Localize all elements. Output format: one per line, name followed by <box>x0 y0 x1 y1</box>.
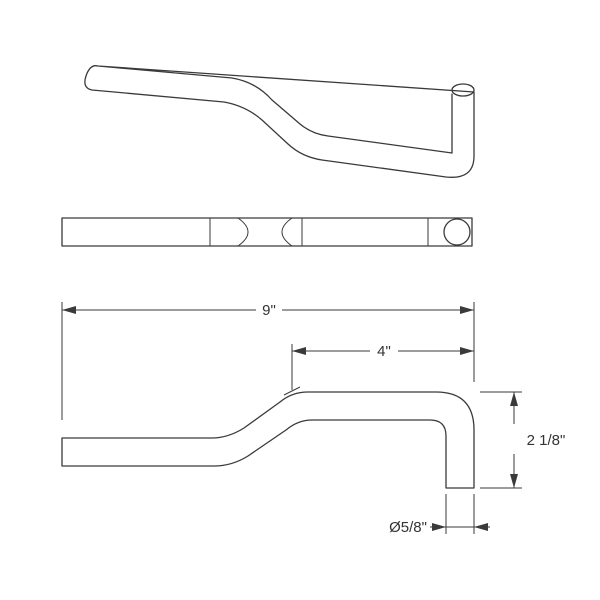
side-view <box>61 386 475 489</box>
rod-end-cap <box>451 83 475 97</box>
perspective-view <box>84 65 475 178</box>
height-label: 2 1/8" <box>527 432 566 449</box>
arrow-right <box>460 306 474 314</box>
arrow-offset-right <box>460 347 474 355</box>
arrow-height-top <box>510 392 518 406</box>
arrow-left <box>62 306 76 314</box>
dim-offset-length: 4" <box>291 343 474 390</box>
bar-end-circle <box>443 218 471 246</box>
rod-perspective-outline <box>84 65 475 178</box>
dim-overall-length: 9" <box>61 302 475 420</box>
bend-arc-2 <box>281 217 293 247</box>
diameter-label: Ø5/8" <box>389 519 427 536</box>
bar-outline <box>61 217 473 247</box>
bend-arc-1 <box>237 217 249 247</box>
dim-height: 2 1/8" <box>480 391 566 489</box>
overall-length-label: 9" <box>262 302 276 319</box>
arrow-diameter-left <box>432 523 446 531</box>
offset-length-label: 4" <box>377 343 391 360</box>
rod-profile <box>61 391 475 489</box>
tangent-tick <box>283 386 301 396</box>
top-view <box>61 217 473 247</box>
arrow-offset-left <box>292 347 306 355</box>
dim-diameter: Ø5/8" <box>389 494 490 536</box>
arrow-height-bottom <box>510 474 518 488</box>
